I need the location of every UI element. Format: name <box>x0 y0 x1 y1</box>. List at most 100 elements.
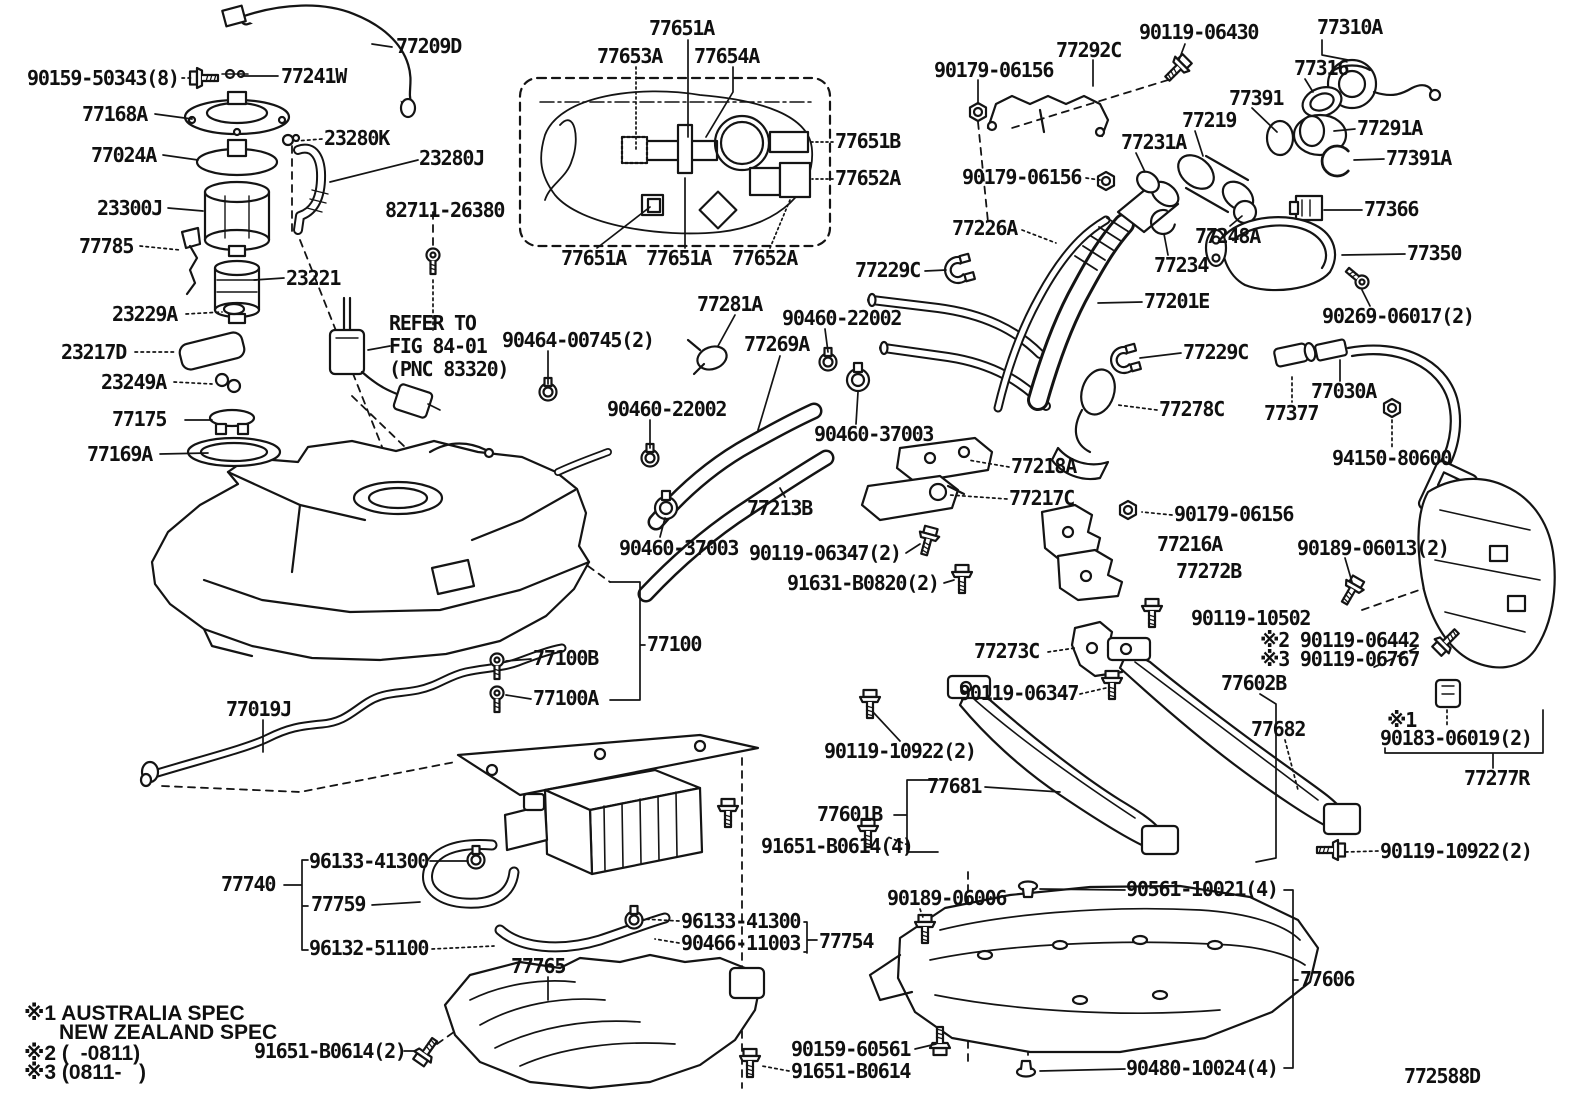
part-label: ※3 90119-06767 <box>1260 647 1420 671</box>
part-label: 77652A <box>732 246 798 270</box>
part-label: 77218A <box>1011 454 1077 478</box>
pipe-brackets <box>860 436 1127 678</box>
part-label: 77213B <box>747 496 813 520</box>
fuel-tank <box>150 439 612 662</box>
part-label: 77100B <box>533 646 599 670</box>
filler-pipe-assembly <box>867 154 1258 413</box>
part-label: 77219 <box>1182 108 1237 132</box>
part-label: 90460-37003 <box>814 422 934 446</box>
part-label: 77377 <box>1264 401 1319 425</box>
part-label: 77209D <box>396 34 462 58</box>
leader-lines <box>154 39 1544 1072</box>
tank-bands <box>946 636 1362 856</box>
part-label: 90189-06006 <box>887 886 1007 910</box>
part-label: 77229C <box>855 258 921 282</box>
part-label: 77248A <box>1195 224 1261 248</box>
part-label: 77651A <box>649 16 715 40</box>
part-label: 90179-06156 <box>934 58 1054 82</box>
part-label: 77651B <box>835 129 901 153</box>
part-label: 91651-B0614(2) <box>254 1039 407 1063</box>
part-label: 91651-B0614(4) <box>761 834 914 858</box>
part-label: 23280K <box>324 126 390 150</box>
part-label: 77651A <box>561 246 627 270</box>
part-label: 91651-B0614 <box>791 1059 911 1083</box>
part-label: 90119-10502 <box>1191 606 1311 630</box>
part-label: 90561-10021(4) <box>1126 877 1279 901</box>
part-label: 77602B <box>1221 671 1287 695</box>
part-label: 77316 <box>1294 56 1349 80</box>
part-label: 77030A <box>1311 379 1377 403</box>
part-label: 77201E <box>1144 289 1210 313</box>
part-label: 77391A <box>1386 146 1452 170</box>
part-label: 77653A <box>597 44 663 68</box>
part-label: 23300J <box>97 196 163 220</box>
part-label: 77765 <box>511 954 566 978</box>
fuel-pump-module <box>178 4 441 468</box>
part-label: 77278C <box>1159 397 1225 421</box>
part-label: 94150-80600 <box>1332 446 1452 470</box>
part-label: 77241W <box>281 64 347 88</box>
part-label: 90480-10024(4) <box>1126 1056 1279 1080</box>
part-label: 77606 <box>1300 967 1355 991</box>
part-label: 77231A <box>1121 130 1187 154</box>
part-label: 77366 <box>1364 197 1419 221</box>
part-label: 90159-60561 <box>791 1037 911 1061</box>
part-label: 90464-00745(2) <box>502 328 655 352</box>
part-label: 23217D <box>61 340 127 364</box>
part-label: 23249A <box>101 370 167 394</box>
part-label: ※2 90119-06442 <box>1260 628 1420 652</box>
part-label: 91631-B0820(2) <box>787 571 940 595</box>
part-label: 77269A <box>744 332 810 356</box>
part-label: 77277R <box>1464 766 1530 790</box>
figure-code: 772588D <box>1404 1064 1481 1088</box>
part-label: 77391 <box>1229 86 1284 110</box>
part-label: 77281A <box>697 292 763 316</box>
part-label: 77234 <box>1154 253 1209 277</box>
fuel-filler-hoses <box>637 338 835 603</box>
fuel-cap-assembly <box>986 58 1442 293</box>
tank-protector <box>738 880 1320 1079</box>
part-label: 77100A <box>533 686 599 710</box>
part-label: 77169A <box>87 442 153 466</box>
part-label: 23221 <box>286 266 341 290</box>
part-label: 77291A <box>1357 116 1423 140</box>
part-label: 90119-06347(2) <box>749 541 902 565</box>
part-label: 77024A <box>91 143 157 167</box>
part-label: 90179-06156 <box>962 165 1082 189</box>
part-label: 77168A <box>82 102 148 126</box>
part-label: 77759 <box>311 892 366 916</box>
part-label: 77785 <box>79 234 134 258</box>
part-label: 90119-06430 <box>1139 20 1259 44</box>
dotted-leaders <box>134 77 1448 1072</box>
part-label: 90119-06347 <box>959 681 1079 705</box>
part-label: 90119-10922(2) <box>824 739 977 763</box>
part-label: 90159-50343(8) <box>27 66 180 90</box>
part-label: 77651A <box>646 246 712 270</box>
part-label: 77682 <box>1251 717 1306 741</box>
part-label: 77100 <box>647 632 702 656</box>
part-label: 77601B <box>817 802 883 826</box>
part-label: 77654A <box>694 44 760 68</box>
part-label: 90460-37003 <box>619 536 739 560</box>
part-label: 77226A <box>952 216 1018 240</box>
filler-elbow <box>1050 368 1116 481</box>
part-label: 90189-06013(2) <box>1297 536 1450 560</box>
canister-shield <box>409 953 766 1090</box>
part-label: 90183-06019(2) <box>1380 726 1533 750</box>
part-label: 77740 <box>221 872 276 896</box>
part-label: 77273C <box>974 639 1040 663</box>
part-label: 96133-41300 <box>309 849 429 873</box>
part-label: 23229A <box>112 302 178 326</box>
part-label: 77216A <box>1157 532 1223 556</box>
part-label: 77175 <box>112 407 167 431</box>
part-label: 90466-11003 <box>681 931 801 955</box>
part-label: 90460-22002 <box>607 397 727 421</box>
part-label: 96132-51100 <box>309 936 429 960</box>
tank-upper-panel <box>518 39 834 249</box>
legend-note: ※1 AUSTRALIA SPEC <box>24 1002 245 1025</box>
legend-note: NEW ZEALAND SPEC <box>59 1021 278 1044</box>
part-label: 77754 <box>819 929 874 953</box>
